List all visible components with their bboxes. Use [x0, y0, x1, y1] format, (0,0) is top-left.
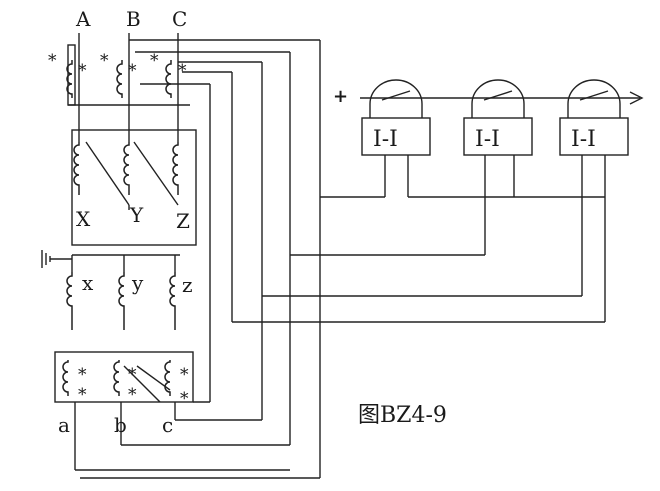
- terminal-Y-label: Y: [129, 203, 144, 227]
- terminal-Z-label: Z: [176, 209, 190, 233]
- primary-feed-lines: [78, 33, 179, 60]
- terminal-c-label: c: [162, 413, 173, 437]
- relay-1-label: I-I: [373, 127, 398, 152]
- polarity-mark: *: [150, 51, 159, 71]
- relay-2: I-I: [463, 79, 533, 156]
- relay-wiring: [232, 155, 606, 323]
- relay-2-label: I-I: [475, 127, 500, 152]
- primary-windings: [71, 105, 197, 246]
- polarity-mark: *: [128, 385, 137, 405]
- polarity-mark: *: [48, 51, 57, 71]
- polarity-mark: *: [178, 61, 187, 81]
- polarity-mark: *: [78, 385, 87, 405]
- terminal-b-label: b: [114, 413, 127, 437]
- terminal-a-label: a: [58, 413, 70, 437]
- terminal-X-label: X: [76, 207, 91, 231]
- terminal-A-label: A: [75, 7, 91, 31]
- polarity-mark: *: [180, 389, 189, 409]
- figure-caption: 图BZ4-9: [358, 403, 447, 428]
- terminal-B-label: B: [126, 7, 141, 31]
- polarity-mark: *: [78, 365, 87, 385]
- relay-3: I-I: [559, 79, 629, 156]
- polarity-mark: *: [128, 61, 137, 81]
- terminal-z-label: z: [182, 273, 193, 297]
- dc-plus-sign: +: [333, 86, 348, 107]
- terminal-x-label: x: [82, 271, 94, 295]
- relay-3-label: I-I: [571, 127, 596, 152]
- polarity-mark: *: [78, 61, 87, 81]
- upper-ct-wiring: [67, 39, 321, 478]
- polarity-mark: *: [100, 51, 109, 71]
- polarity-mark: *: [128, 365, 137, 385]
- terminal-C-label: C: [172, 7, 187, 31]
- polarity-mark: *: [180, 365, 189, 385]
- terminal-y-label: y: [131, 271, 144, 295]
- secondary-windings: [66, 255, 176, 330]
- relay-1: I-I: [361, 79, 431, 156]
- ground-symbol: [41, 250, 180, 268]
- upper-ct-coils: [66, 60, 179, 105]
- dc-bus: [360, 91, 644, 105]
- lower-ct-frame: [54, 351, 320, 479]
